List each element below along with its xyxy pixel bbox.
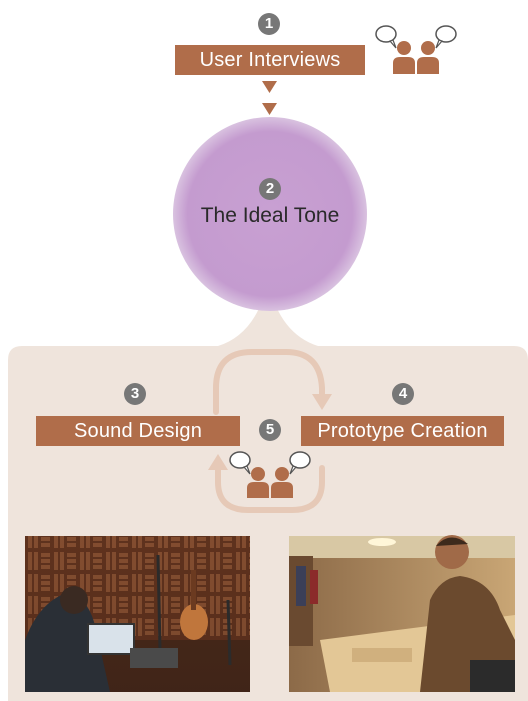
sound-design-studio-photo [25, 536, 250, 692]
user-interviews-label: User Interviews [175, 45, 365, 75]
circular-arrow-icon [213, 349, 325, 513]
ideal-tone-circle [173, 117, 367, 311]
ideal-tone-label: The Ideal Tone [200, 204, 340, 227]
people-with-speech-bubbles-icon-middle [229, 451, 311, 498]
step-3-number: 3 [124, 383, 146, 405]
prototype-workshop-photo [289, 535, 515, 692]
sound-design-label: Sound Design [36, 416, 240, 446]
cycle-arrowhead-left [208, 454, 228, 470]
step-2-number: 2 [259, 178, 281, 200]
step-4-number: 4 [392, 383, 414, 405]
people-with-speech-bubbles-icon-top [375, 25, 457, 74]
prototype-creation-label: Prototype Creation [301, 416, 504, 446]
step-1-number: 1 [258, 13, 280, 35]
cycle-arrowhead-right [312, 394, 332, 410]
step-5-number: 5 [259, 419, 281, 441]
